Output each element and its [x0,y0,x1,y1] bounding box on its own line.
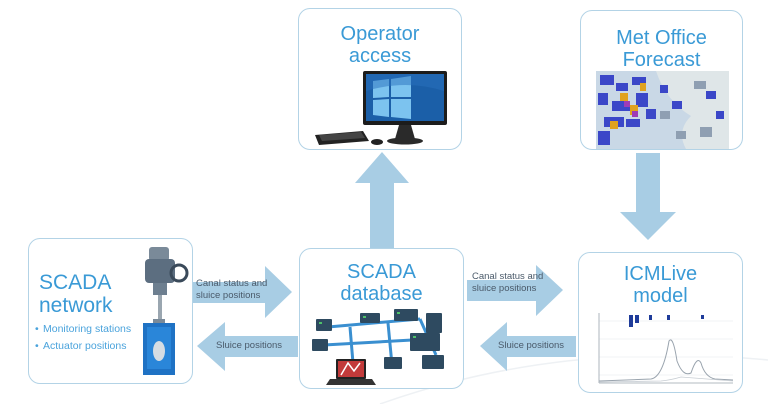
scada-database-title-line1: SCADA [347,261,416,283]
label-db-to-icm-line2: sluice positions [472,283,537,294]
bullet-text: Actuator positions [43,340,127,352]
arrow-db-to-operator [355,152,409,248]
arrow-met-to-icm [620,153,676,240]
rain-radar-map [596,71,729,149]
met-office-title: Met Office Forecast [581,27,742,71]
hydrograph-chart [591,311,737,389]
icmlive-title-line1: ICMLive [623,263,698,285]
label-db-to-icm: Canal status and sluice positions [472,271,543,295]
operator-title-line2: access [348,45,412,67]
label-db-to-network: Sluice positions [216,340,283,351]
met-office-title-line1: Met Office [616,27,707,49]
scada-database-title: SCADA database [300,261,463,305]
met-office-box: Met Office Forecast [580,10,743,150]
scada-network-title-line1: SCADA [39,271,112,294]
bullet-dot: • [35,340,39,352]
operator-access-box: Operator access [298,8,462,150]
icmlive-model-box: ICMLive model [578,252,743,393]
bullet-dot: • [35,323,39,335]
operator-title-line1: Operator [340,23,420,45]
label-db-to-icm-line1: Canal status and [472,271,544,282]
bullet-actuator-positions: • Actuator positions [35,338,126,355]
arrow-db-to-network [197,322,298,371]
scada-network-title-line2: network [39,294,113,317]
bullet-text: Monitoring stations [43,323,132,335]
bullet-monitoring-stations: • Monitoring stations [35,321,131,338]
network-servers-icon [312,309,444,385]
arrow-db-to-icm [467,265,563,316]
icmlive-title-line2: model [633,285,688,307]
label-network-to-db-line2: sluice positions [196,290,261,301]
scada-database-box: SCADA database [299,248,464,389]
label-network-to-db-line1: Canal status and [196,278,268,289]
met-office-title-line2: Forecast [622,49,701,71]
scada-database-title-line2: database [340,283,423,305]
label-icm-to-db: Sluice positions [498,340,565,351]
label-network-to-db: Canal status and sluice positions [196,278,267,302]
desktop-computer-icon [315,71,447,145]
scada-network-title: SCADA network [39,271,192,317]
arrow-icm-to-db [480,322,576,371]
sluice-gate-actuator [143,247,189,375]
scada-network-box: SCADA network • Monitoring stations • Actu… [28,238,193,384]
arrow-network-to-db [192,266,292,318]
icmlive-title: ICMLive model [579,263,742,307]
operator-access-title: Operator access [299,23,461,67]
